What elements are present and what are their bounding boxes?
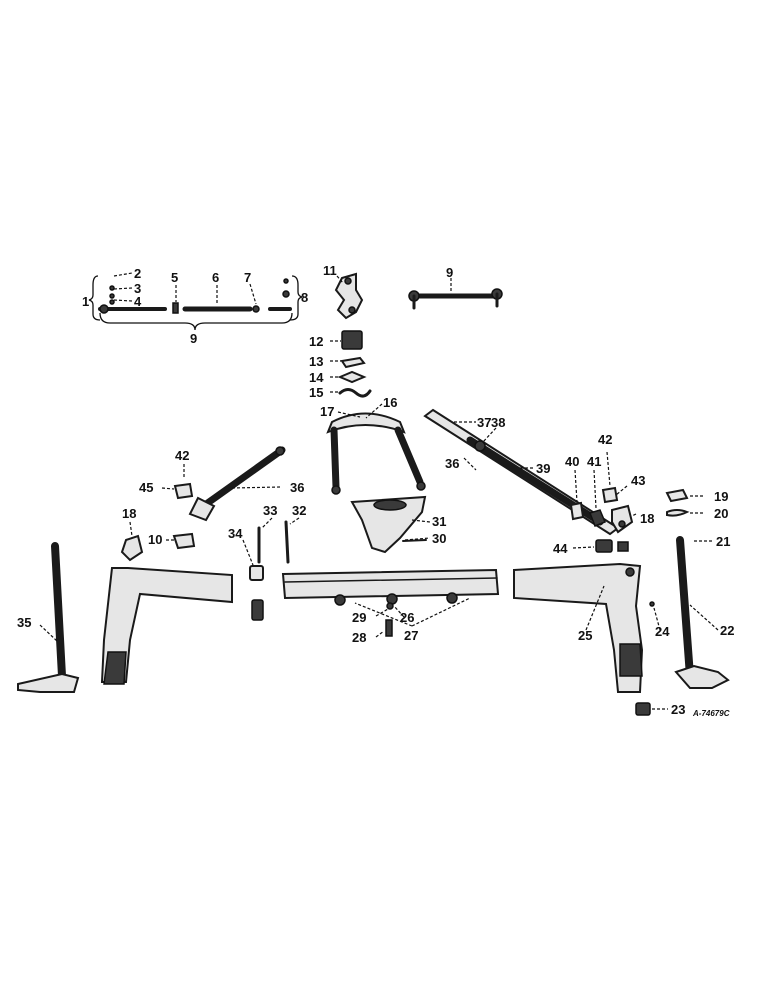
callout-29: 29 [352,610,366,625]
callout-42-left: 42 [175,448,189,463]
callout-35: 35 [17,615,31,630]
shim-stack [330,330,372,398]
callout-37: 37 [477,415,491,430]
callout-42-right: 42 [598,432,612,447]
callout-22: 22 [720,623,734,638]
callout-1: 1 [82,294,89,309]
callout-13: 13 [309,354,323,369]
callout-33: 33 [263,503,277,518]
callout-16: 16 [383,395,397,410]
callout-5: 5 [171,270,178,285]
steering-arm-bracket [334,272,364,320]
callout-28: 28 [352,630,366,645]
callout-45: 45 [139,480,153,495]
callout-43: 43 [631,473,645,488]
left-radius-rod [161,446,286,522]
callout-11: 11 [323,263,337,278]
left-axle-extension [100,521,233,685]
callout-21: 21 [716,534,730,549]
callout-31: 31 [432,514,446,529]
callout-9-left: 9 [190,331,197,346]
callout-24: 24 [655,624,670,639]
callout-15: 15 [309,385,323,400]
callout-9-right: 9 [446,265,453,280]
callout-18-right: 18 [640,511,654,526]
radius-rod-yoke [326,403,426,495]
right-spindle [635,536,730,716]
callout-4: 4 [134,294,142,309]
callout-23: 23 [671,702,685,717]
callout-36-left: 36 [290,480,304,495]
callout-39: 39 [536,461,550,476]
callout-26: 26 [400,610,414,625]
right-radius-rod [423,408,620,536]
right-hardware [569,451,712,553]
callout-30: 30 [432,531,446,546]
tie-rod-assembly [408,278,503,310]
bolts-and-sleeves [242,517,300,621]
center-support-bracket [350,495,431,554]
callout-25: 25 [578,628,592,643]
callout-12: 12 [309,334,323,349]
reference-code: A-74679C [692,709,730,718]
callout-36-right: 36 [445,456,459,471]
left-spindle [17,542,80,693]
callout-19: 19 [714,489,728,504]
center-axle-beam [281,568,500,638]
callout-27: 27 [404,628,418,643]
callout-6: 6 [212,270,219,285]
callout-40: 40 [565,454,579,469]
callout-2: 2 [134,266,141,281]
callout-18-left: 18 [122,506,136,521]
callout-38: 38 [491,415,505,430]
callout-14: 14 [309,370,324,385]
callout-34: 34 [228,526,243,541]
callout-17: 17 [320,404,334,419]
callout-20: 20 [714,506,728,521]
callout-7: 7 [244,270,251,285]
callout-labels: 1 2 3 4 5 6 7 8 9 9 10 11 12 13 14 15 16… [17,263,734,718]
callout-3: 3 [134,281,141,296]
callout-44: 44 [553,541,568,556]
callout-41: 41 [587,454,601,469]
tie-rod-exploded-group [88,272,303,331]
callout-10: 10 [148,532,162,547]
callout-8: 8 [301,290,308,305]
right-axle-extension [513,562,661,693]
callout-32: 32 [292,503,306,518]
